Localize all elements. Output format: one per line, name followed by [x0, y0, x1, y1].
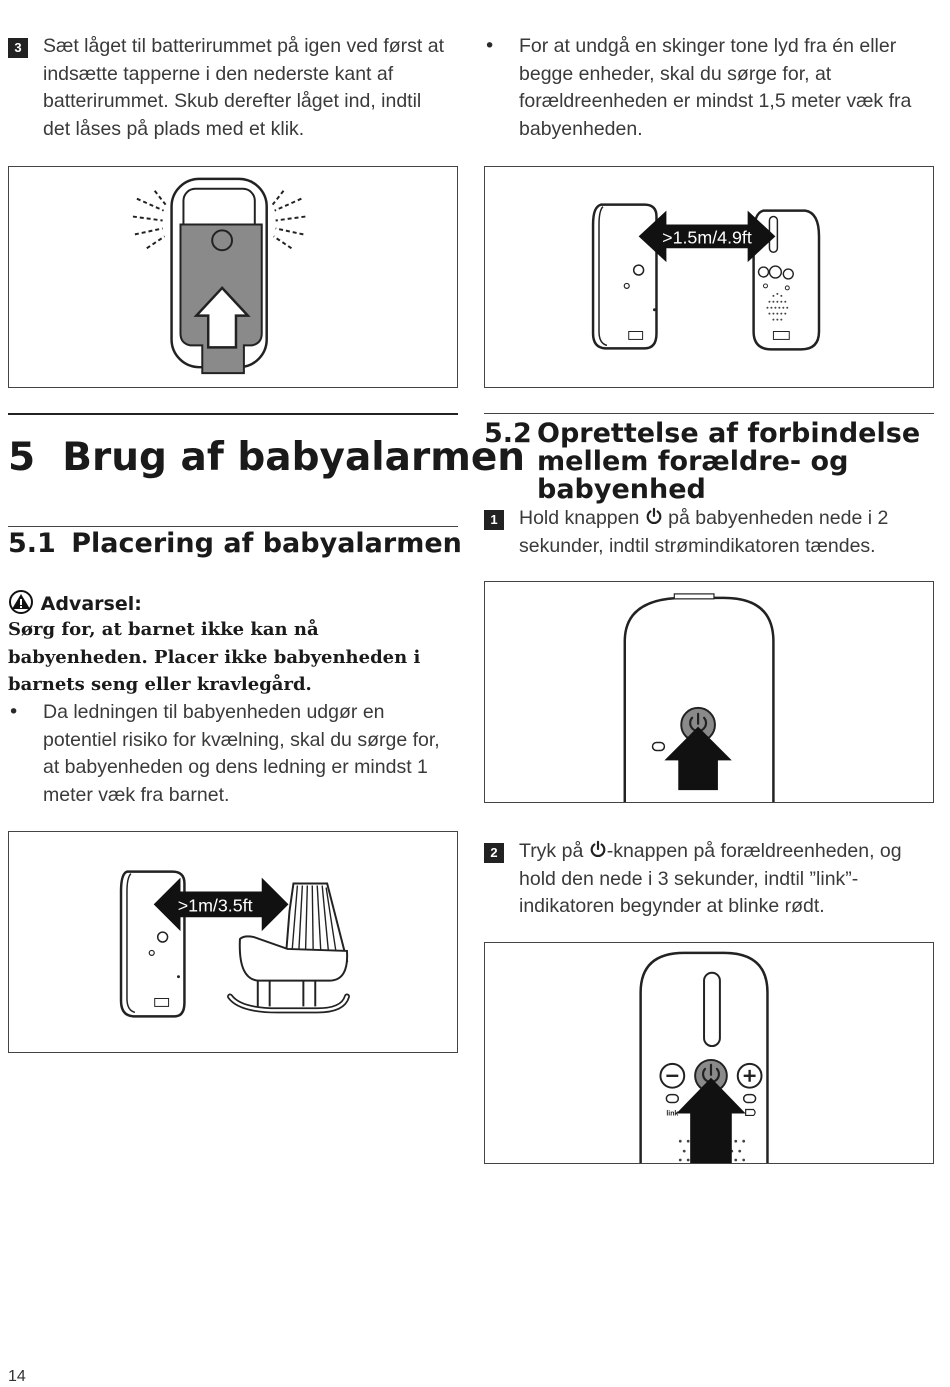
parent-unit-power-illustration: link [639, 951, 769, 1163]
battery-cover-illustration [132, 177, 306, 375]
cradle-distance-illustration: >1m/3.5ft [119, 870, 350, 1018]
chapter-title: Brug af babyalarmen [62, 435, 526, 480]
step-1-paragraph: Hold knappen på babyenheden nede i 2 sek… [519, 505, 929, 560]
bullet-symbol: • [484, 35, 496, 57]
bullet-symbol: • [8, 701, 20, 723]
section-5-2-number: 5.2 [484, 418, 532, 449]
warning-icon [9, 590, 33, 614]
baby-unit-power-illustration [623, 593, 775, 802]
step-2-text-after: -knappen på forældreenheden, og hold den… [519, 840, 902, 917]
bullet-tone-distance: • For at undgå en skinger tone lyd fra é… [484, 33, 929, 143]
distance-label-1-5m: >1.5m/4.9ft [662, 227, 752, 247]
section-5-1-number: 5.1 [8, 528, 56, 559]
bullet-cord-risk: • Da ledningen til babyenheden udgør en … [8, 699, 453, 809]
figure-baby-unit-power [484, 581, 934, 803]
section-5-1-heading: 5.1 Placering af babyalarmen [8, 528, 462, 559]
section-5-2-title: Oprettelse af forbindelse mellem forældr… [537, 418, 921, 505]
step-2-text-before: Tryk på [519, 840, 589, 862]
step-3: 3 Sæt låget til batterirummet på igen ve… [8, 33, 448, 143]
power-icon [590, 840, 606, 858]
units-distance-illustration: >1.5m/4.9ft [591, 203, 821, 351]
figure-battery-cover [8, 166, 458, 388]
step-number-badge: 1 [484, 510, 504, 530]
step-number-badge: 2 [484, 843, 504, 863]
step-number-badge: 3 [8, 38, 28, 58]
chapter-rule [8, 413, 458, 415]
figure-parent-unit-power: link [484, 942, 934, 1164]
step-1-text-before: Hold knappen [519, 507, 645, 529]
link-indicator-label: link [666, 1110, 678, 1117]
page-number: 14 [8, 1368, 26, 1385]
bullet-cord-text: Da ledningen til babyenheden udgør en po… [43, 701, 440, 806]
figure-units-distance: >1.5m/4.9ft [484, 166, 934, 388]
bullet-tone-text: For at undgå en skinger tone lyd fra én … [519, 35, 912, 140]
warning-title-row: Advarsel: [8, 590, 142, 616]
distance-label-1m: >1m/3.5ft [178, 895, 253, 915]
step-3-text: Sæt låget til batterirummet på igen ved … [43, 35, 445, 140]
power-icon [646, 507, 662, 525]
chapter-number: 5 [8, 435, 36, 480]
section-5-1-title: Placering af babyalarmen [71, 528, 462, 559]
step-1-text-after: på babyenheden nede i 2 sekunder, indtil… [519, 507, 889, 557]
section-5-1-rule [8, 526, 458, 527]
warning-title: Advarsel: [40, 593, 142, 615]
step-1: 1 Hold knappen på babyenheden nede i 2 s… [484, 505, 929, 560]
warning-text: Sørg for, at barnet ikke kan nå babyenhe… [8, 619, 421, 695]
step-2: 2 Tryk på -knappen på forældreenheden, o… [484, 838, 929, 921]
step-2-paragraph: Tryk på -knappen på forældreenheden, og … [519, 838, 929, 921]
figure-cradle-distance: >1m/3.5ft [8, 831, 458, 1053]
section-5-2-rule [484, 413, 934, 414]
section-5-2-heading: 5.2 Oprettelse af forbindelse mellem for… [484, 420, 934, 504]
chapter-heading: 5 Brug af babyalarmen [8, 435, 525, 481]
